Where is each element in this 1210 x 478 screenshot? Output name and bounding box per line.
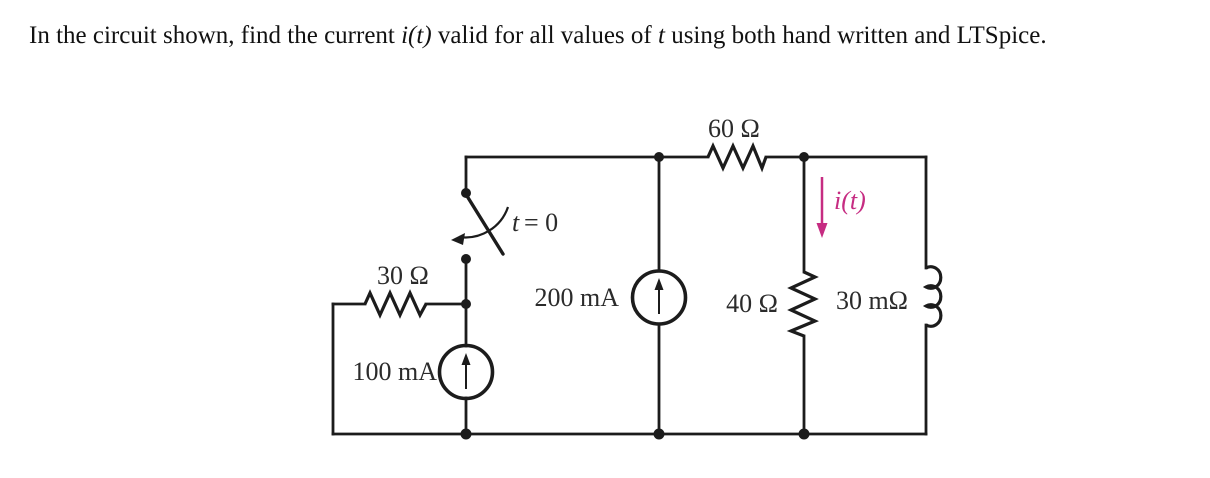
resistor-60ohm-zigzag [706,141,768,173]
inductor-coil [922,265,943,328]
node-dot [799,152,809,162]
problem-statement: In the circuit shown, find the current i… [29,22,1199,50]
resistor-60ohm-label: 60 Ω [708,114,760,143]
resistor-60ohm [706,141,768,173]
switch-arc [458,206,510,239]
resistor-30ohm-label: 30 Ω [377,261,429,290]
problem-math-t: t [657,22,665,49]
switch-blade [465,194,505,256]
inductor-30mohm-label: 30 mΩ [836,286,908,315]
node-dots [460,152,810,440]
node-dot [654,152,664,162]
node-dot [798,428,810,440]
node-dot [461,188,471,198]
problem-math-it: i(t) [401,22,432,49]
problem-text-2: valid for all values of [431,22,658,49]
switch [451,194,510,256]
source-100ma-label: 100 mA [353,357,438,386]
source-200ma-label: 200 mA [535,283,620,312]
node-dot [653,428,665,440]
current-source-100ma [437,343,495,401]
inductor-30mohm [922,265,943,328]
current-source-200ma-arrowhead [654,278,664,290]
resistor-40ohm-label: 40 Ω [726,289,778,318]
node-dot [461,254,471,264]
resistor-30ohm-zigzag [363,289,428,319]
switch-arc-arrowhead [451,233,465,245]
switch-time-label-t: t [512,208,520,237]
current-source-200ma-circle [630,269,688,326]
resistor-40ohm [786,270,819,338]
current-source-200ma [630,269,688,326]
resistor-40ohm-zigzag [786,270,819,338]
switch-time-label-eq: = 0 [524,208,558,237]
wires [331,155,928,436]
node-dot [460,428,472,440]
current-source-100ma-arrowhead [461,353,471,365]
current-arrowhead [816,223,828,238]
current-arrow-it [816,177,828,238]
current-it-label: i(t) [834,186,866,215]
problem-text-1: In the circuit shown, find the current [29,22,402,49]
current-source-100ma-circle [437,343,495,401]
node-dot [461,299,471,309]
problem-text-3: using both hand written and LTSpice. [664,22,1047,49]
resistor-30ohm [363,289,428,319]
